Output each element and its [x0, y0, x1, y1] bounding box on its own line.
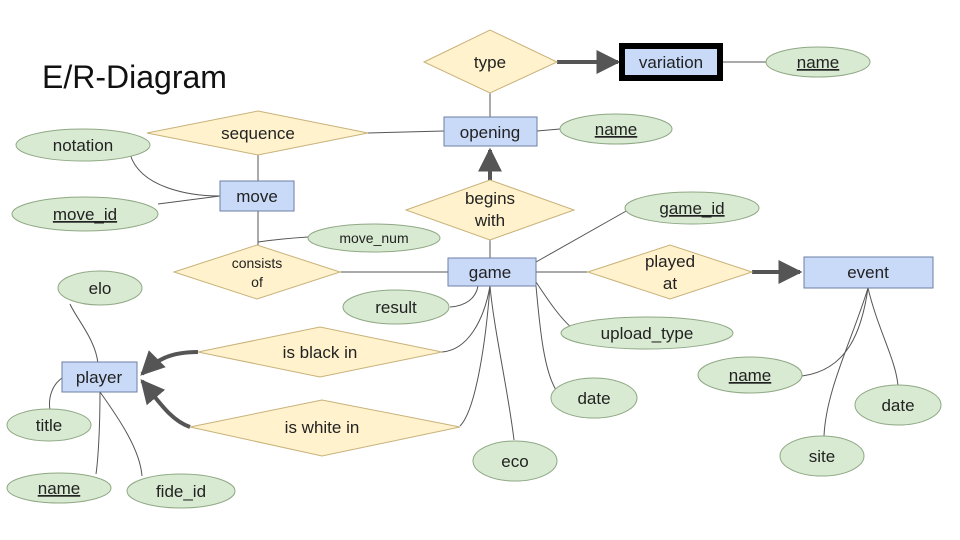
edge-player-title: [49, 377, 63, 411]
edge-iswhite-player: [140, 379, 191, 429]
relationship-is-white-in-label: is white in: [285, 418, 360, 437]
attribute-site-label: site: [809, 447, 835, 466]
edge-sequence-opening: [367, 130, 445, 134]
entity-event-label: event: [847, 263, 889, 282]
attribute-game-id: game_id: [624, 191, 760, 225]
attribute-elo: elo: [57, 270, 143, 306]
edge-moveid-move: [157, 195, 221, 205]
relationship-begins-with-label-2: with: [474, 211, 505, 230]
entity-variation: variation: [619, 43, 723, 81]
edge-game-date: [535, 285, 557, 391]
attribute-move-id: move_id: [11, 196, 159, 232]
entity-opening-label: opening: [460, 123, 521, 142]
entity-game-label: game: [469, 263, 512, 282]
attribute-game-id-label: game_id: [659, 199, 724, 218]
attribute-elo-label: elo: [89, 279, 112, 298]
attribute-eco-label: eco: [501, 452, 528, 471]
attribute-move-num-label: move_num: [339, 230, 408, 246]
attribute-upload-type-label: upload_type: [601, 324, 694, 343]
relationship-played-at: played at: [586, 244, 754, 300]
attribute-result: result: [342, 289, 450, 325]
edge-player-fideid: [99, 391, 143, 477]
attribute-game-date-label: date: [577, 389, 610, 408]
relationship-sequence-label: sequence: [221, 124, 295, 143]
attribute-event-date: date: [854, 384, 942, 426]
edge-player-name: [95, 391, 101, 475]
edge-opening-name: [536, 128, 561, 132]
relationship-is-white-in: is white in: [189, 399, 461, 457]
edge-event-date: [867, 287, 899, 387]
edge-isblack-player: [140, 350, 199, 376]
edge-game-result: [449, 285, 479, 308]
edge-notation-move: [129, 153, 221, 197]
attribute-event-name: name: [697, 356, 803, 394]
relationship-consists-of: consists of: [172, 244, 342, 300]
attribute-player-name: name: [6, 472, 112, 504]
relationship-begins-with-label-1: begins: [465, 189, 515, 208]
attribute-notation-label: notation: [53, 136, 114, 155]
edge-game-uploadtype: [535, 281, 573, 329]
attribute-event-date-label: date: [881, 396, 914, 415]
entity-game: game: [447, 257, 537, 287]
entity-move: move: [219, 180, 295, 212]
edge-game-iswhite: [459, 285, 491, 427]
relationship-type-label: type: [474, 53, 506, 72]
edge-event-site: [823, 287, 869, 437]
relationship-type: type: [422, 29, 559, 94]
attribute-title: title: [6, 408, 92, 442]
attribute-variation-name-label: name: [797, 53, 840, 72]
entity-move-label: move: [236, 187, 278, 206]
relationship-consists-of-label-1: consists: [232, 255, 283, 271]
attributes: name name notation move_id move_num game…: [6, 46, 942, 509]
entities: variation opening move game event player: [61, 43, 934, 393]
attribute-eco: eco: [472, 440, 558, 482]
edge-game-isblack: [441, 285, 491, 353]
connectors: [49, 50, 899, 477]
entity-variation-label: variation: [639, 53, 703, 72]
attribute-fide-id: fide_id: [126, 473, 236, 509]
attribute-opening-name-label: name: [595, 120, 638, 139]
edge-game-eco: [489, 285, 515, 441]
entity-player: player: [61, 361, 138, 393]
diagram-title: E/R-Diagram: [42, 59, 227, 95]
entity-opening: opening: [443, 116, 538, 147]
attribute-title-label: title: [36, 416, 62, 435]
attribute-move-id-label: move_id: [53, 205, 117, 224]
attribute-fide-id-label: fide_id: [156, 482, 206, 501]
attribute-upload-type: upload_type: [560, 316, 734, 350]
relationship-played-at-label-1: played: [645, 252, 695, 271]
edge-game-gameid: [535, 209, 629, 263]
attribute-notation: notation: [15, 128, 151, 162]
edge-event-name: [801, 287, 869, 377]
attribute-event-name-label: name: [729, 366, 772, 385]
relationship-sequence: sequence: [146, 110, 369, 156]
relationship-is-black-in: is black in: [197, 326, 443, 378]
attribute-move-num: move_num: [307, 223, 441, 253]
relationship-begins-with: begins with: [404, 179, 576, 241]
attribute-variation-name: name: [765, 46, 871, 78]
attribute-opening-name: name: [559, 113, 673, 145]
attribute-game-date: date: [550, 377, 638, 419]
relationship-consists-of-label-2: of: [251, 274, 263, 290]
edge-player-elo: [69, 303, 99, 365]
attribute-site: site: [779, 435, 865, 477]
entity-player-label: player: [76, 368, 123, 387]
attribute-player-name-label: name: [38, 479, 81, 498]
relationship-played-at-label-2: at: [663, 274, 677, 293]
relationship-is-black-in-label: is black in: [283, 343, 358, 362]
relationships: type sequence begins with consists of pl…: [146, 29, 754, 457]
attribute-result-label: result: [375, 298, 417, 317]
entity-event: event: [803, 256, 934, 289]
edge-movenum: [257, 236, 309, 243]
